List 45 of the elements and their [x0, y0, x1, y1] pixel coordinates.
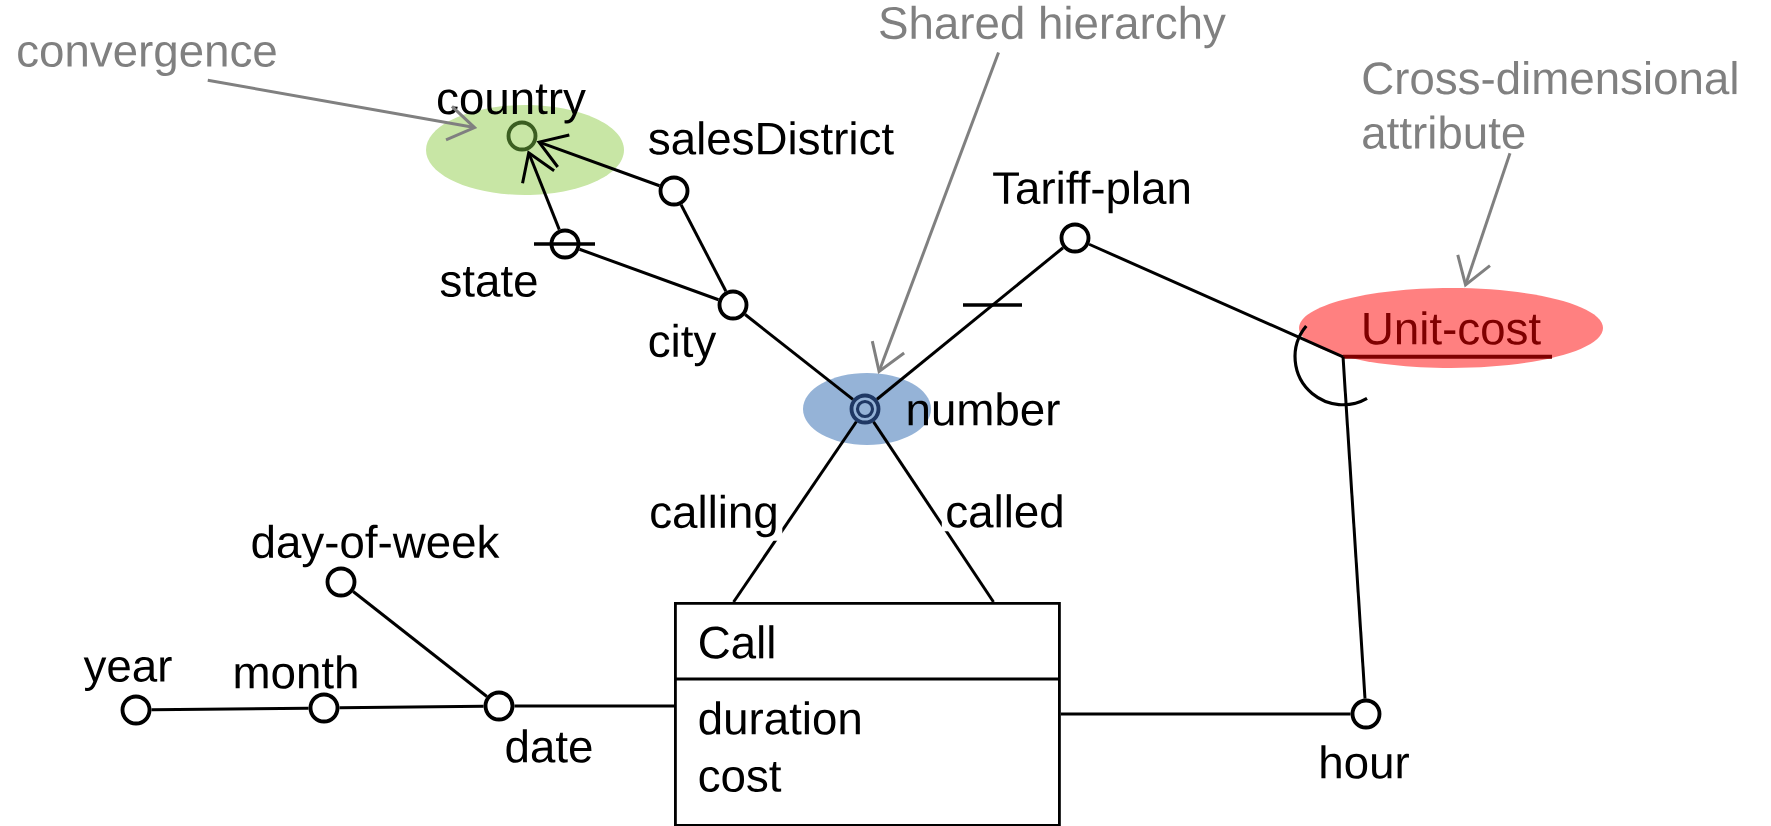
attribute-label: city: [649, 323, 717, 367]
attribute-circle: [658, 175, 690, 207]
connector-line: [1088, 242, 1344, 359]
attribute-label: month: [235, 655, 357, 689]
connector-line: [1341, 356, 1367, 699]
attribute-circle: [549, 228, 581, 260]
edge-label: calling: [645, 491, 783, 541]
connector-line: [579, 247, 719, 302]
connector-line: [744, 313, 854, 401]
attribute-circle: [717, 289, 749, 321]
attribute-label: number: [908, 392, 1060, 426]
annotation-text: convergence: [18, 41, 276, 77]
attribute-circle: [483, 690, 515, 722]
connector-line: [732, 420, 858, 603]
fact-box: Call duration cost: [674, 602, 1061, 826]
attribute-label: country: [438, 84, 586, 124]
connector-line: [352, 590, 488, 698]
arrow: [521, 150, 561, 231]
attribute-label: day-of-week: [252, 524, 500, 568]
attribute-circle: [1350, 698, 1382, 730]
connector-line: [514, 704, 674, 708]
connector-line: [679, 204, 728, 292]
attribute-circle: [1059, 222, 1091, 254]
attribute-label: state: [440, 267, 537, 297]
annotation-text: Cross-dimensional attribute: [1363, 60, 1737, 149]
connector-line: [151, 706, 309, 712]
attribute-circle: [308, 692, 340, 724]
connector-line: [339, 704, 484, 710]
attribute-label: hour: [1321, 745, 1409, 779]
attribute-circle: [325, 566, 357, 598]
attribute-label: Tariff-plan: [993, 170, 1189, 214]
connector-line: [872, 421, 995, 603]
leader-arrow: [1456, 152, 1512, 288]
leader-arrow: [870, 51, 1000, 374]
leader-arrow: [207, 78, 478, 142]
connector-line: [876, 246, 1064, 401]
double-circle: [849, 393, 881, 425]
attribute-label: salesDistrict: [649, 121, 894, 155]
arrow: [536, 133, 660, 188]
attribute-label: date: [506, 729, 592, 763]
attribute-circle: [120, 694, 152, 726]
annotation-text: Shared hierarchy: [880, 5, 1226, 49]
attribute-label: year: [83, 656, 172, 692]
edge-label: called: [941, 490, 1069, 532]
connector-line: [1060, 712, 1351, 716]
